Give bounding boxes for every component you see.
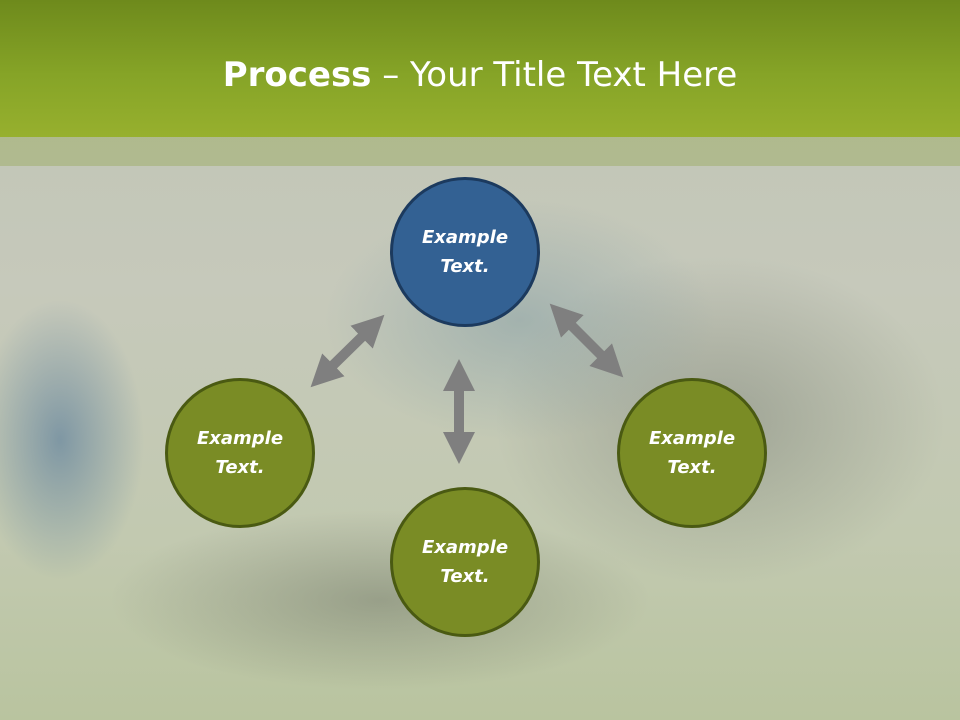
slide-title: Process – Your Title Text Here — [0, 52, 960, 98]
node-left-line2: Text. — [215, 457, 265, 478]
title-bar-band — [0, 137, 960, 166]
node-left-line1: Example — [196, 428, 284, 449]
node-bottom-line2: Text. — [440, 566, 490, 587]
process-node-top[interactable]: Example Text. — [390, 177, 540, 327]
slide-title-bold: Process — [222, 55, 372, 95]
node-right-line1: Example — [648, 428, 736, 449]
process-node-left[interactable]: Example Text. — [165, 378, 315, 528]
arrow-top-left — [310, 314, 385, 388]
process-node-right[interactable]: Example Text. — [617, 378, 767, 528]
slide-title-rest: – Your Title Text Here — [371, 55, 738, 95]
title-bar — [0, 0, 960, 137]
node-right-line2: Text. — [667, 457, 717, 478]
node-top-line1: Example — [421, 227, 509, 248]
node-top-line2: Text. — [440, 256, 490, 277]
process-node-bottom[interactable]: Example Text. — [390, 487, 540, 637]
arrow-top-right — [549, 303, 624, 378]
node-bottom-line1: Example — [421, 537, 509, 558]
